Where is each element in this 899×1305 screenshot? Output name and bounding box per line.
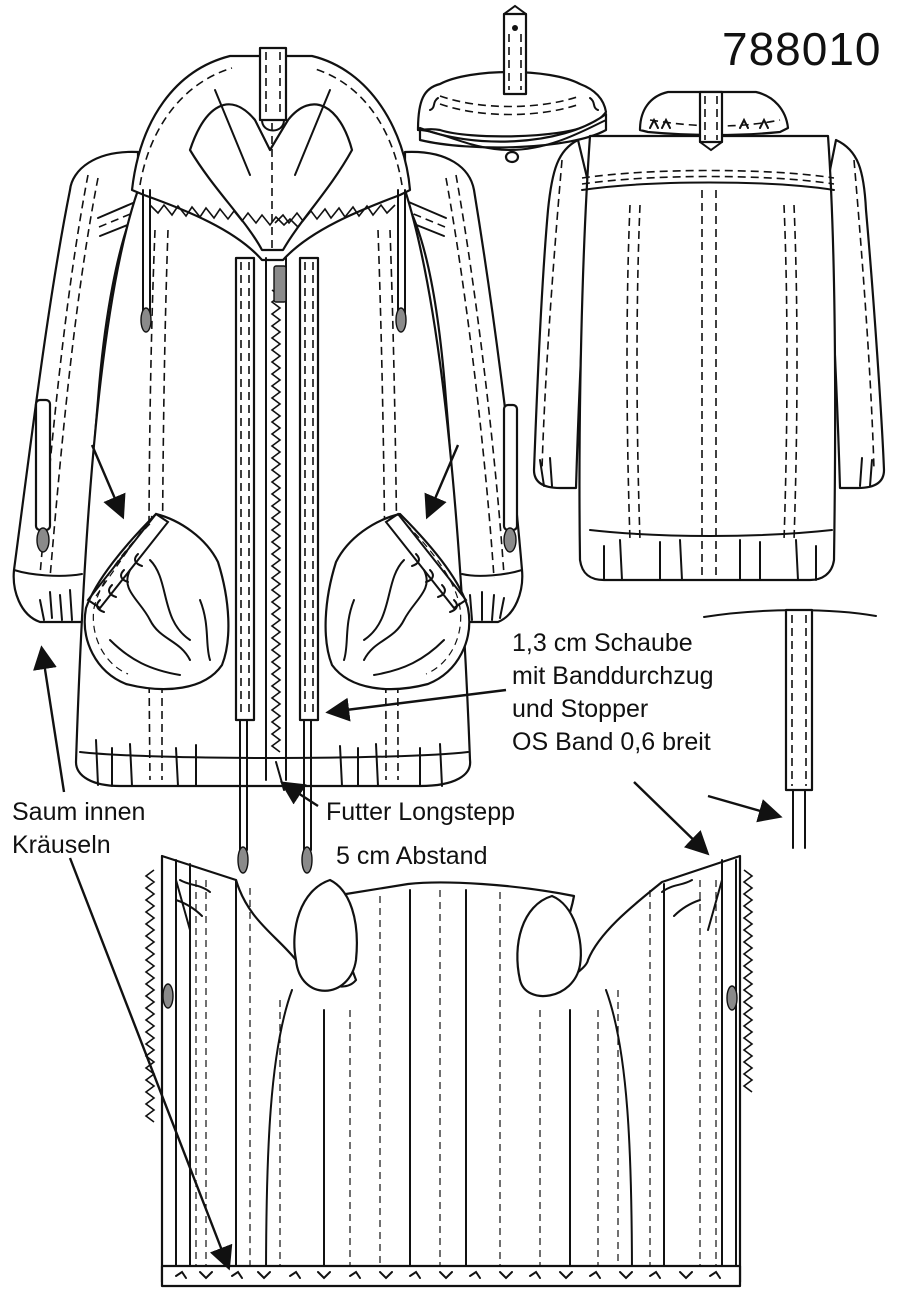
hem-note: Saum innen Kräuseln <box>12 796 145 862</box>
lining-outline <box>160 854 742 1284</box>
cuff-arrow <box>33 645 66 793</box>
hem-note-line-1: Saum innen <box>12 798 146 826</box>
zipper-pull <box>273 265 287 303</box>
hem-cord-stopper-right <box>301 846 313 874</box>
back-view <box>532 90 886 582</box>
back-collar-detail <box>416 4 608 164</box>
lining-note-line-2: 5 cm Abstand <box>336 842 488 870</box>
annotation-arrows <box>33 645 507 1271</box>
left-sleeve-stopper <box>36 527 50 553</box>
lining-note-line-1: Futter Longstepp <box>326 798 516 826</box>
channel-note-line-2: mit Banddurchzug <box>512 662 714 690</box>
back-snap <box>504 150 520 164</box>
channel-detail <box>633 608 877 856</box>
front-view <box>12 46 524 874</box>
right-sleeve-channel <box>502 403 519 532</box>
lining-hem-band <box>160 1264 742 1288</box>
channel-note: 1,3 cm Schaube mit Banddurchzug und Stop… <box>512 627 714 759</box>
saum-arrow <box>68 857 233 1271</box>
hem-note-line-2: Kräuseln <box>12 831 111 859</box>
right-front-placket <box>298 256 320 722</box>
schaube-arrow <box>325 688 507 722</box>
front-right-sleeve <box>403 150 524 624</box>
channel-note-line-1: 1,3 cm Schaube <box>512 629 693 657</box>
hem-cord-stopper-left <box>237 846 249 874</box>
lining-view <box>144 854 754 1288</box>
channel-detail-casing <box>784 608 814 792</box>
left-front-placket <box>234 256 256 722</box>
left-sleeve-channel <box>34 398 52 532</box>
front-zipper <box>270 289 282 753</box>
back-view-collar-tab <box>698 90 724 144</box>
channel-note-line-3: und Stopper <box>512 695 649 723</box>
back-body <box>578 134 837 582</box>
futter-arrow <box>279 781 319 808</box>
channel-note-line-4: OS Band 0,6 breit <box>512 728 711 756</box>
collar-hanging-loop <box>258 46 288 122</box>
style-number: 788010 <box>722 23 882 75</box>
right-sleeve-stopper <box>503 527 517 553</box>
